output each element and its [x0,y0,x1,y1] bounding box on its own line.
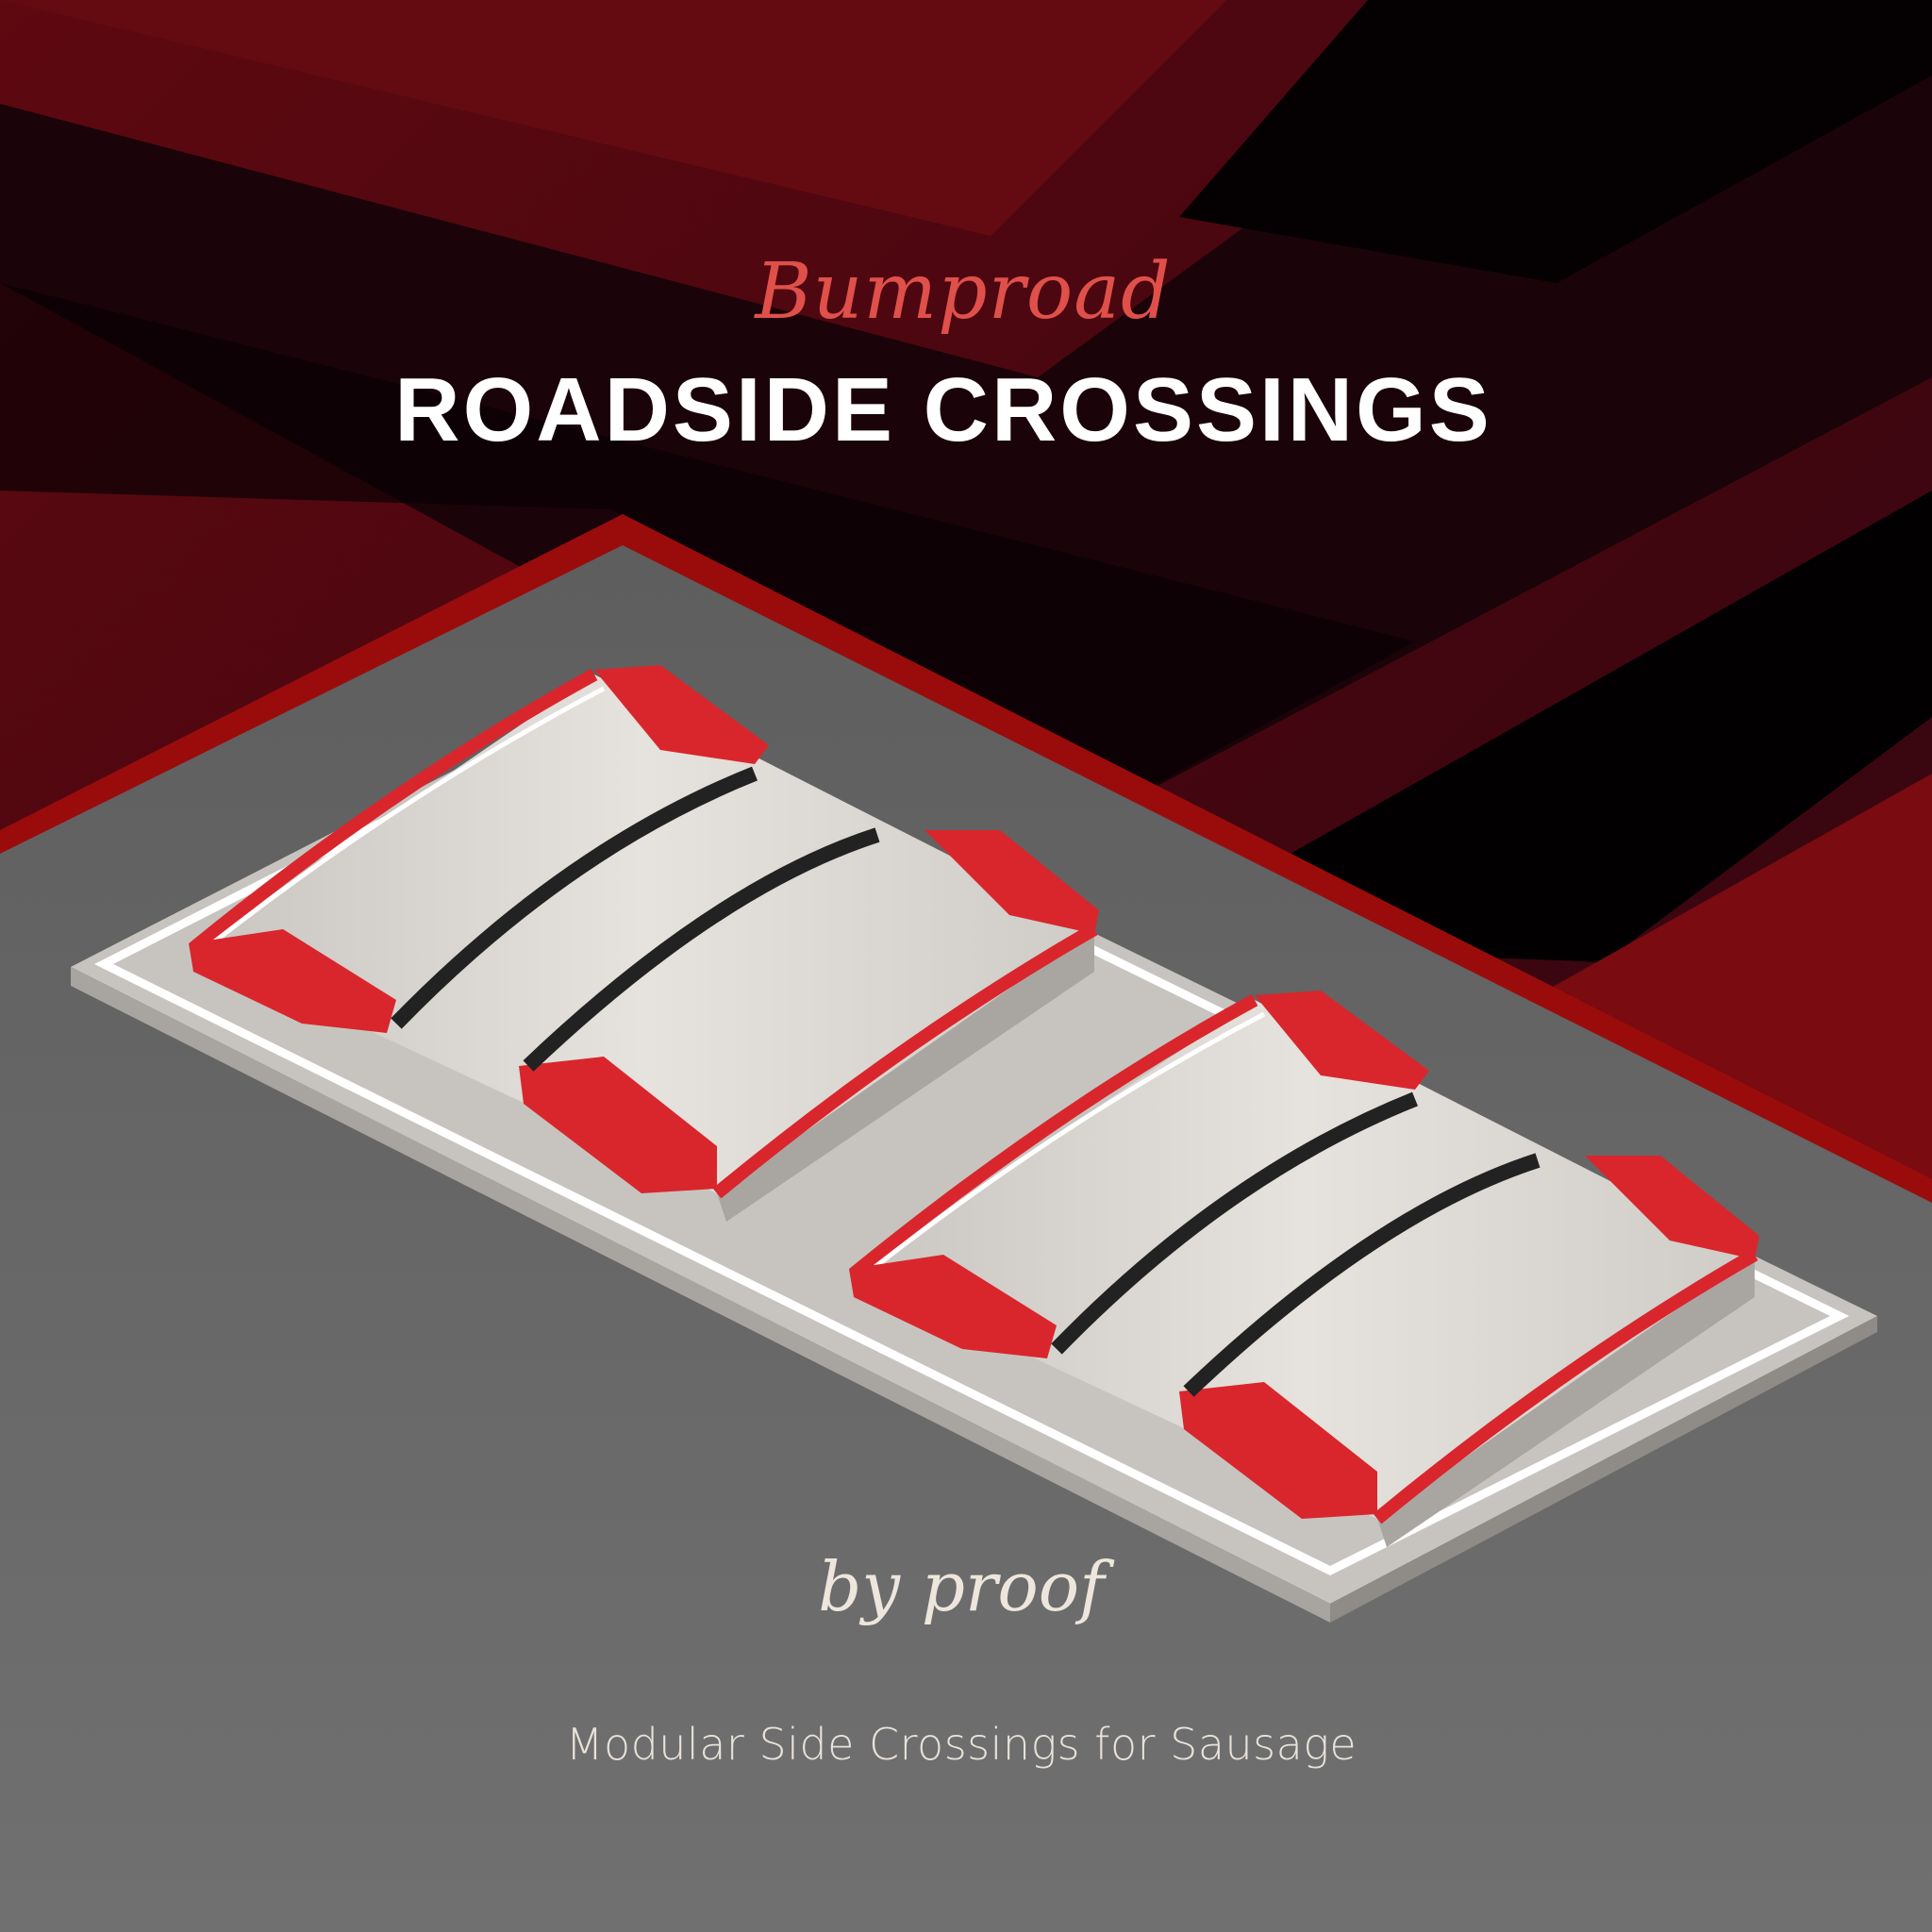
black-stripe-3 [1132,491,1932,962]
end-block [189,929,396,1033]
end-block [1585,1156,1759,1259]
black-stripe [1179,0,1932,283]
end-block [519,1057,717,1193]
tagline: Modular Side Crossings for Sausage [565,1719,1357,1770]
poster-title: ROADSIDE CROSSINGS [394,359,1492,460]
brand-logo-text: Bumproad [755,247,1172,337]
end-block [1179,1382,1377,1519]
crossing-module-2 [849,991,1759,1547]
strap [1051,1091,1418,1355]
end-block [1255,991,1429,1090]
end-block [924,830,1099,934]
end-block [594,665,769,764]
author-credit: by proof [818,1547,1105,1626]
crossing-module-1 [189,665,1099,1222]
red-stripe-2 [1462,774,1932,1189]
strap [1183,1153,1541,1397]
end-block [849,1255,1057,1358]
red-stripe [0,0,1226,236]
strap [391,766,758,1029]
strap [523,827,880,1072]
base-plate-side [71,967,1330,1623]
